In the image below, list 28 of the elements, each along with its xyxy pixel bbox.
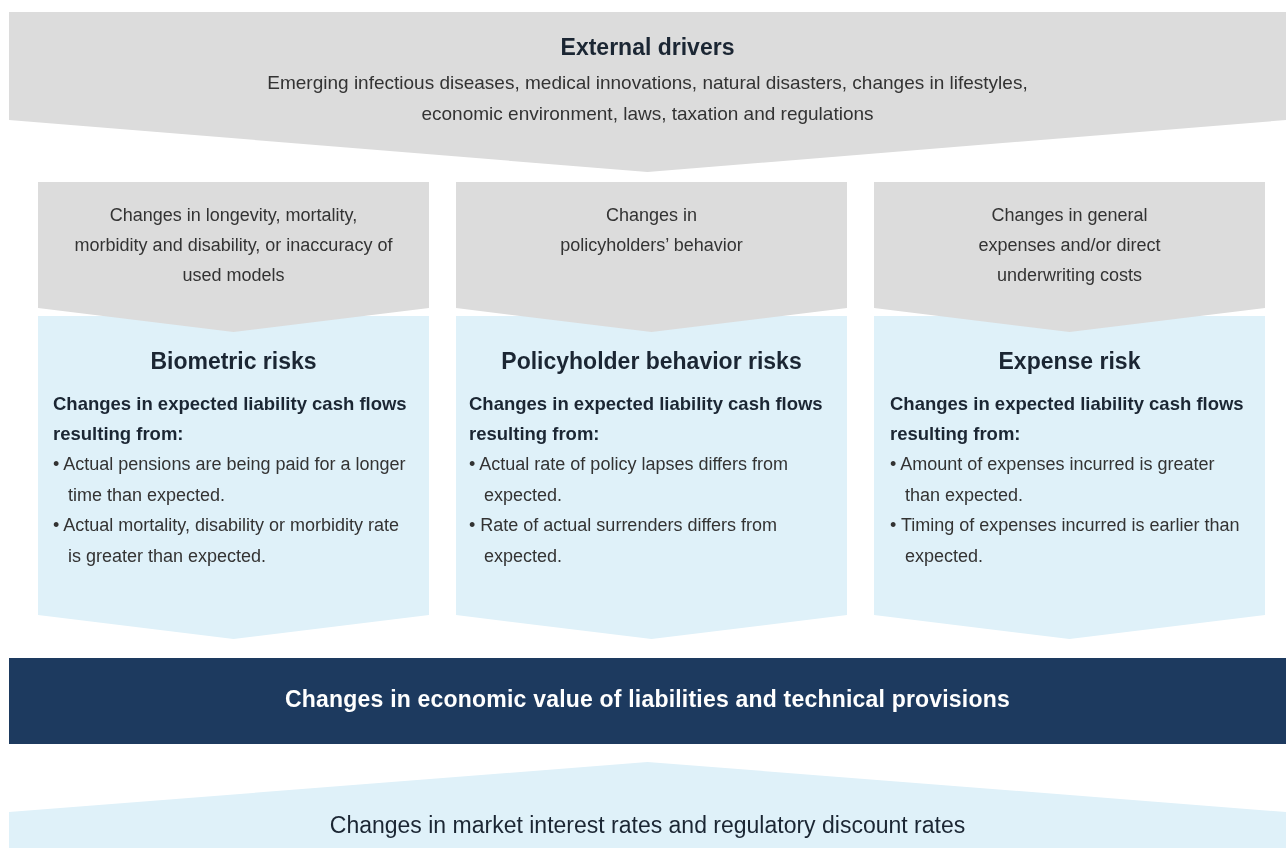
- chevron-box: [9, 12, 1286, 172]
- intro-text: Changes in expected liability cash flows resulting from:: [53, 392, 408, 446]
- intro-text: Changes in expected liability cash flows resulting from:: [890, 392, 1245, 446]
- bullet-item: • Actual rate of policy lapses differs from expected.: [469, 453, 790, 507]
- heading: Biometric risks: [149, 348, 318, 375]
- description: Changes in general expenses and/or direct underwriting costs: [977, 204, 1162, 287]
- chevron-box: [456, 182, 847, 332]
- banner-text: Changes in economic value of liabilities and technical provisions: [284, 686, 1011, 713]
- description: Changes in policyholders’ behavior: [559, 204, 744, 257]
- heading: External drivers: [559, 34, 736, 61]
- bullet-item: • Amount of expenses incurred is greater than expected.: [890, 453, 1216, 507]
- heading: Expense risk: [997, 348, 1142, 375]
- chevron-box: [456, 316, 847, 639]
- bullet-item: • Rate of actual surrenders differs from expected.: [469, 514, 779, 568]
- description: Changes in longevity, mortality, morbidity and disability, or inaccuracy of used models: [73, 204, 394, 287]
- bullet-item: • Actual mortality, disability or morbidity rate is greater than expected.: [53, 514, 401, 568]
- banner-bar: [9, 658, 1286, 744]
- bullet-item: • Timing of expenses incurred is earlier than expected.: [890, 514, 1241, 568]
- description: Emerging infectious diseases, medical innovations, natural disasters, changes in lifestyles, economic environment, laws, taxation and regulations: [266, 71, 1029, 126]
- chevron-box: [9, 762, 1286, 848]
- chevron-box: [38, 316, 429, 639]
- chevron-box: [38, 182, 429, 332]
- intro-text: Changes in expected liability cash flows resulting from:: [469, 392, 824, 446]
- chevron-box: [874, 316, 1265, 639]
- chevron-box: [874, 182, 1265, 332]
- bullet-item: • Actual pensions are being paid for a longer time than expected.: [53, 453, 407, 507]
- heading: Policyholder behavior risks: [500, 348, 803, 375]
- description: Changes in market interest rates and regulatory discount rates: [328, 812, 967, 839]
